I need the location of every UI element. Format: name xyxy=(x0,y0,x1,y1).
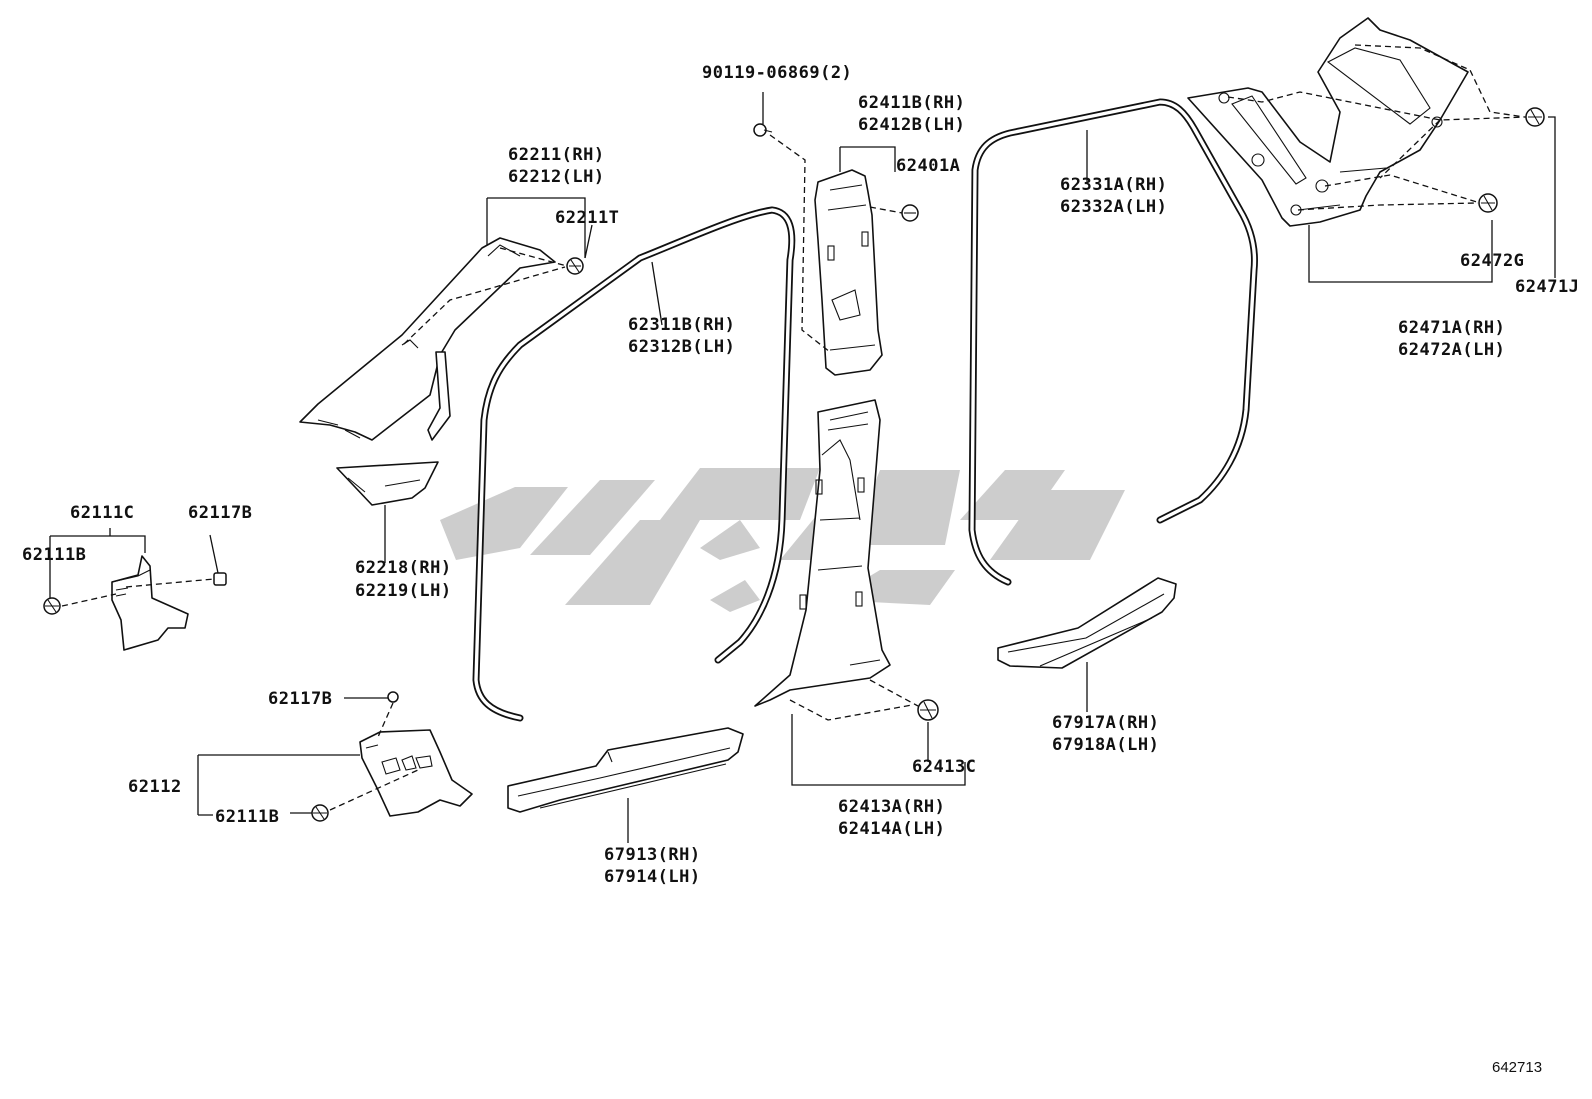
label-90119: 90119-06869(2) xyxy=(702,63,852,83)
label-62413c: 62413C xyxy=(912,757,976,777)
label-67914: 67914(LH) xyxy=(604,867,701,887)
label-62472a: 62472A(LH) xyxy=(1398,340,1505,360)
label-62112: 62112 xyxy=(128,777,182,797)
label-62331a: 62331A(RH) xyxy=(1060,175,1167,195)
label-62117b-bottom: 62117B xyxy=(268,689,332,709)
label-62111b-top: 62111B xyxy=(22,545,86,565)
clip-62117b-top xyxy=(213,572,227,586)
cowl-side-trim-upper xyxy=(111,555,189,651)
center-pillar-upper-garnish xyxy=(814,169,883,376)
label-62412b: 62412B(LH) xyxy=(858,115,965,135)
clip-62401a xyxy=(901,204,919,222)
label-62471a: 62471A(RH) xyxy=(1398,318,1505,338)
clip-62471j xyxy=(1525,107,1545,127)
label-62332a: 62332A(LH) xyxy=(1060,197,1167,217)
label-62212: 62212(LH) xyxy=(508,167,605,187)
label-62471j: 62471J xyxy=(1515,277,1579,297)
clip-62211t xyxy=(566,257,584,275)
leader-lines xyxy=(49,92,1556,843)
label-62211t: 62211T xyxy=(555,208,619,228)
label-67913: 67913(RH) xyxy=(604,845,701,865)
label-62311b: 62311B(RH) xyxy=(628,315,735,335)
label-62218: 62218(RH) xyxy=(355,558,452,578)
label-62219: 62219(LH) xyxy=(355,581,452,601)
label-62411b: 62411B(RH) xyxy=(858,93,965,113)
label-67917a: 67917A(RH) xyxy=(1052,713,1159,733)
label-62414a: 62414A(LH) xyxy=(838,819,945,839)
bolt-90119 xyxy=(753,123,773,137)
clip-62111b-top xyxy=(43,597,61,615)
clip-62111b-bottom xyxy=(311,804,329,822)
clip-62413c xyxy=(917,699,939,721)
label-62111c: 62111C xyxy=(70,503,134,523)
label-62117b-top: 62117B xyxy=(188,503,252,523)
cowl-side-trim-lower xyxy=(359,729,473,817)
label-62472g: 62472G xyxy=(1460,251,1524,271)
reference-number: 642713 xyxy=(1492,1059,1542,1076)
front-door-weatherstrip xyxy=(472,206,796,722)
a-pillar-lower-garnish xyxy=(336,461,439,506)
label-67918a: 67918A(LH) xyxy=(1052,735,1159,755)
rear-door-weatherstrip xyxy=(968,98,1258,586)
a-pillar-garnish xyxy=(299,237,556,441)
label-62211: 62211(RH) xyxy=(508,145,605,165)
center-pillar-lower-garnish xyxy=(754,399,891,707)
clip-62117b-bottom xyxy=(387,691,399,703)
clip-62472g xyxy=(1478,193,1498,213)
label-62312b: 62312B(LH) xyxy=(628,337,735,357)
roof-side-garnish xyxy=(1187,17,1469,227)
label-62401a: 62401A xyxy=(896,156,960,176)
front-scuff-plate xyxy=(507,727,744,813)
rear-scuff-plate xyxy=(997,577,1177,669)
label-62111b-bottom: 62111B xyxy=(215,807,279,827)
label-62413a: 62413A(RH) xyxy=(838,797,945,817)
